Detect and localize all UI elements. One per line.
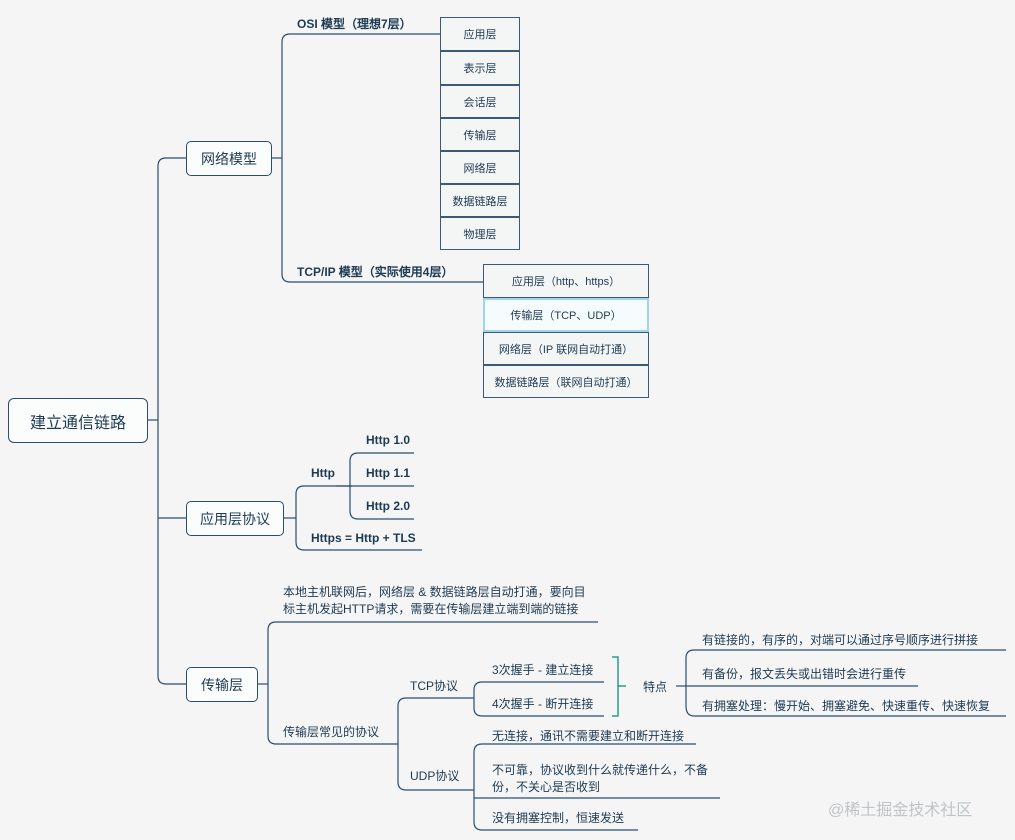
transport-common-label[interactable]: 传输层常见的协议 [283,725,380,739]
udp-item-line: 不可靠，协议收到什么就传递什么，不备 [492,763,709,777]
osi-layer[interactable]: 数据链路层 [440,184,520,217]
branch-network-model[interactable]: 网络模型 [186,141,272,176]
osi-layer[interactable]: 传输层 [440,118,520,151]
root-node[interactable]: 建立通信链路 [8,398,148,443]
osi-layer[interactable]: 表示层 [440,51,520,85]
tcpip-layer[interactable]: 数据链路层（联网自动打通） [483,365,649,398]
watermark: @稀土掘金技术社区 [828,802,973,819]
udp-item[interactable]: 无连接，通讯不需要建立和断开连接 [492,729,685,743]
branch-transport[interactable]: 传输层 [186,667,258,702]
http-label[interactable]: Http [311,466,335,480]
tcpip-layer[interactable]: 网络层（IP 联网自动打通） [483,332,649,365]
tcp-handshake-4[interactable]: 4次握手 - 断开连接 [492,697,594,711]
transport-intro-line: 本地主机联网后，网络层 & 数据链路层自动打通，要向目 [283,585,586,599]
udp-item[interactable]: 没有拥塞控制，恒速发送 [492,811,625,825]
tcpip-layer[interactable]: 应用层（http、https） [483,264,649,298]
osi-layer[interactable]: 会话层 [440,85,520,118]
tcp-features-label[interactable]: 特点 [643,680,668,694]
transport-intro-line: 标主机发起HTTP请求，需要在传输层建立端到端的链接 [283,602,579,616]
osi-layer[interactable]: 物理层 [440,217,520,250]
udp-label[interactable]: UDP协议 [410,769,460,783]
branch-app-protocol[interactable]: 应用层协议 [186,501,284,536]
osi-layer[interactable]: 应用层 [440,17,520,51]
osi-layer[interactable]: 网络层 [440,151,520,184]
tcp-label[interactable]: TCP协议 [410,679,459,693]
tcpip-layer-selected[interactable]: 传输层（TCP、UDP） [483,298,649,332]
tcp-feature[interactable]: 有拥塞处理：慢开始、拥塞避免、快速重传、快速恢复 [702,699,991,713]
udp-item-line: 份，不关心是否收到 [492,780,601,794]
transport-intro[interactable]: 本地主机联网后，网络层 & 数据链路层自动打通，要向目 标主机发起HTTP请求，… [283,584,613,618]
https-label[interactable]: Https = Http + TLS [311,531,416,545]
http-version[interactable]: Http 1.1 [366,466,411,480]
tcp-feature[interactable]: 有链接的，有序的，对端可以通过序号顺序进行拼接 [702,633,979,647]
tcp-handshake-3[interactable]: 3次握手 - 建立连接 [492,663,594,677]
udp-item[interactable]: 不可靠，协议收到什么就传递什么，不备 份，不关心是否收到 [492,762,708,796]
tcpip-title[interactable]: TCP/IP 模型（实际使用4层） [297,265,454,279]
osi-title[interactable]: OSI 模型（理想7层） [297,17,412,31]
tcp-feature[interactable]: 有备份，报文丢失或出错时会进行重传 [702,667,907,681]
http-version[interactable]: Http 2.0 [366,499,411,513]
http-version[interactable]: Http 1.0 [366,433,411,447]
